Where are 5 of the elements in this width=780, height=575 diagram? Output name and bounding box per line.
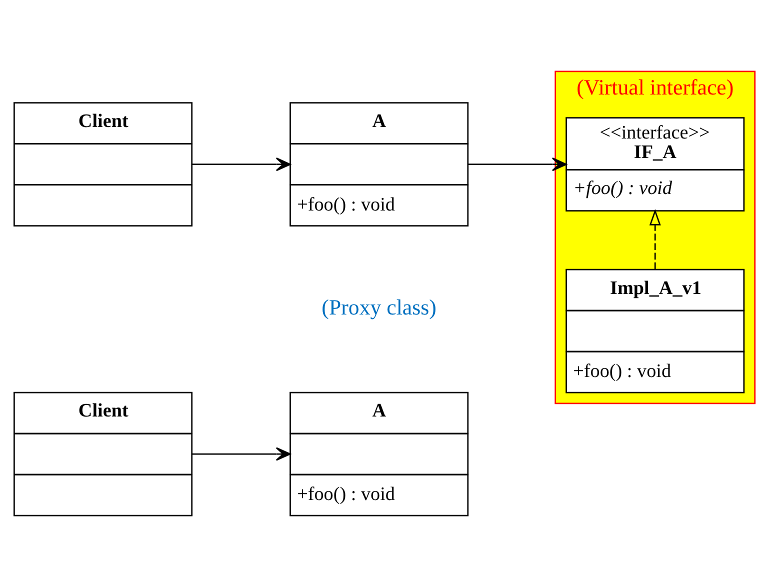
arrow — [468, 157, 567, 171]
arrow — [192, 157, 291, 171]
node-label: (Proxy class) — [322, 294, 436, 319]
arrow — [649, 208, 661, 269]
arrow — [192, 446, 291, 460]
